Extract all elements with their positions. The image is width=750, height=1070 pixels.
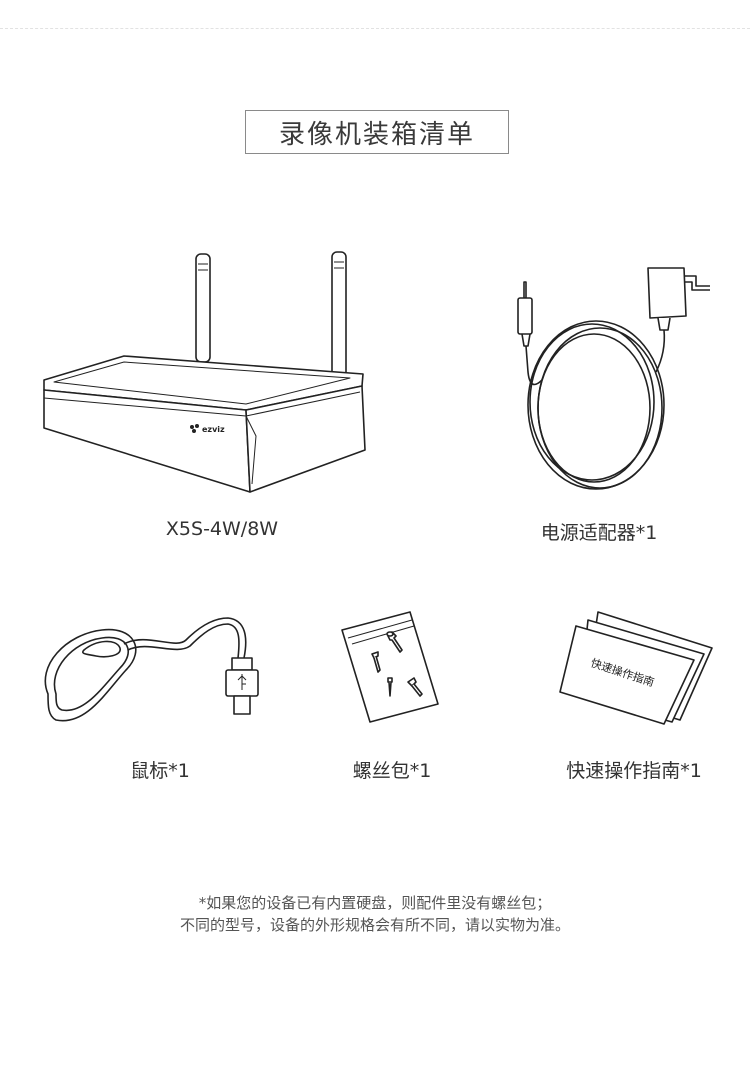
screw-pack-illustration	[341, 611, 439, 723]
screw-pack-label: 螺丝包*1	[352, 760, 432, 782]
nvr-illustration	[43, 251, 366, 493]
mouse-illustration	[44, 617, 259, 722]
power-adapter-illustration	[517, 267, 710, 490]
power-adapter-label: 电源适配器*1	[540, 522, 658, 544]
top-divider	[0, 28, 750, 29]
note-line-2: 不同的型号，设备的外形规格会有所不同，请以实物为准。	[179, 916, 570, 934]
page-title: 录像机装箱清单	[245, 110, 509, 154]
ezviz-logo: ezviz	[190, 424, 225, 434]
note-line-1: *如果您的设备已有内置硬盘，则配件里没有螺丝包；	[198, 894, 552, 912]
ezviz-logo-text: ezviz	[202, 425, 225, 434]
quick-guide-label: 快速操作指南*1	[566, 760, 702, 782]
quick-guide-illustration: 快速操作指南	[559, 611, 713, 725]
mouse-label: 鼠标*1	[130, 760, 190, 782]
nvr-label: X5S-4W/8W	[165, 518, 279, 540]
